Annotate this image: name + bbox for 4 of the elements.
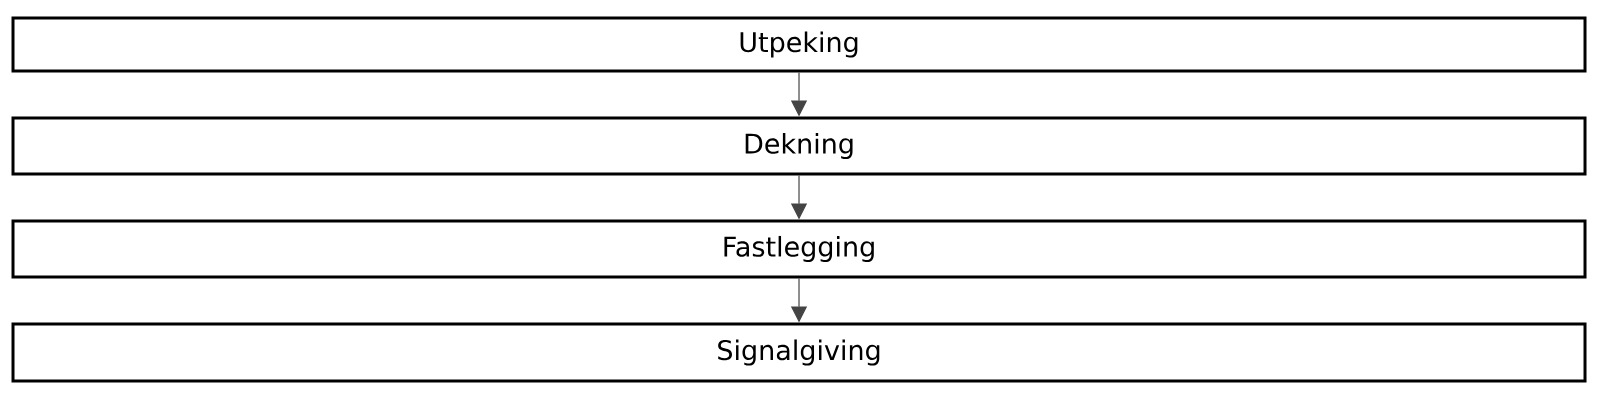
process-box: Utpeking (11, 16, 1587, 73)
process-box: Fastlegging (11, 219, 1587, 279)
process-box: Signalgiving (11, 322, 1587, 383)
process-box: Dekning (11, 116, 1587, 176)
